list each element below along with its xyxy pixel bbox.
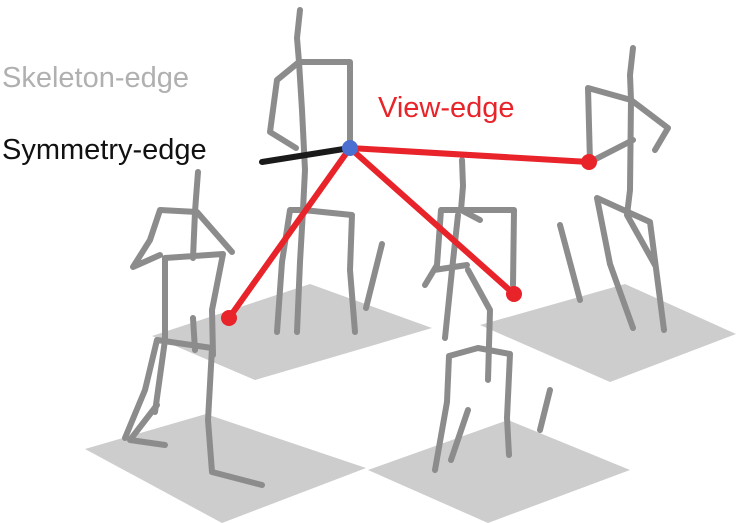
skeleton-figures	[122, 7, 671, 488]
view-node-right	[581, 154, 597, 170]
symmetry-edge-line	[259, 145, 353, 165]
view-edges	[226, 145, 592, 321]
view-node-center	[506, 286, 522, 302]
skeleton-figure-left-front	[122, 315, 265, 488]
floor-plane-top-left	[152, 284, 432, 380]
view-edge-to-right	[347, 145, 592, 165]
skeleton-figure-center	[422, 157, 553, 473]
symmetry-edge-label: Symmetry-edge	[2, 134, 207, 166]
floor-planes	[85, 284, 736, 523]
skeleton-figure-back-center	[267, 7, 385, 335]
skeleton-edge-label: Skeleton-edge	[2, 62, 190, 94]
floor-plane-bottom-right	[368, 420, 630, 523]
floor-plane-top-right	[480, 284, 736, 382]
skeleton-figure-left-middle	[130, 169, 235, 415]
center-joint-node	[342, 140, 358, 156]
view-nodes	[221, 154, 597, 326]
view-edge-label: View-edge	[378, 92, 515, 124]
view-node-left	[221, 310, 237, 326]
view-edge-to-center	[347, 145, 517, 297]
view-edge-to-left	[226, 145, 353, 321]
